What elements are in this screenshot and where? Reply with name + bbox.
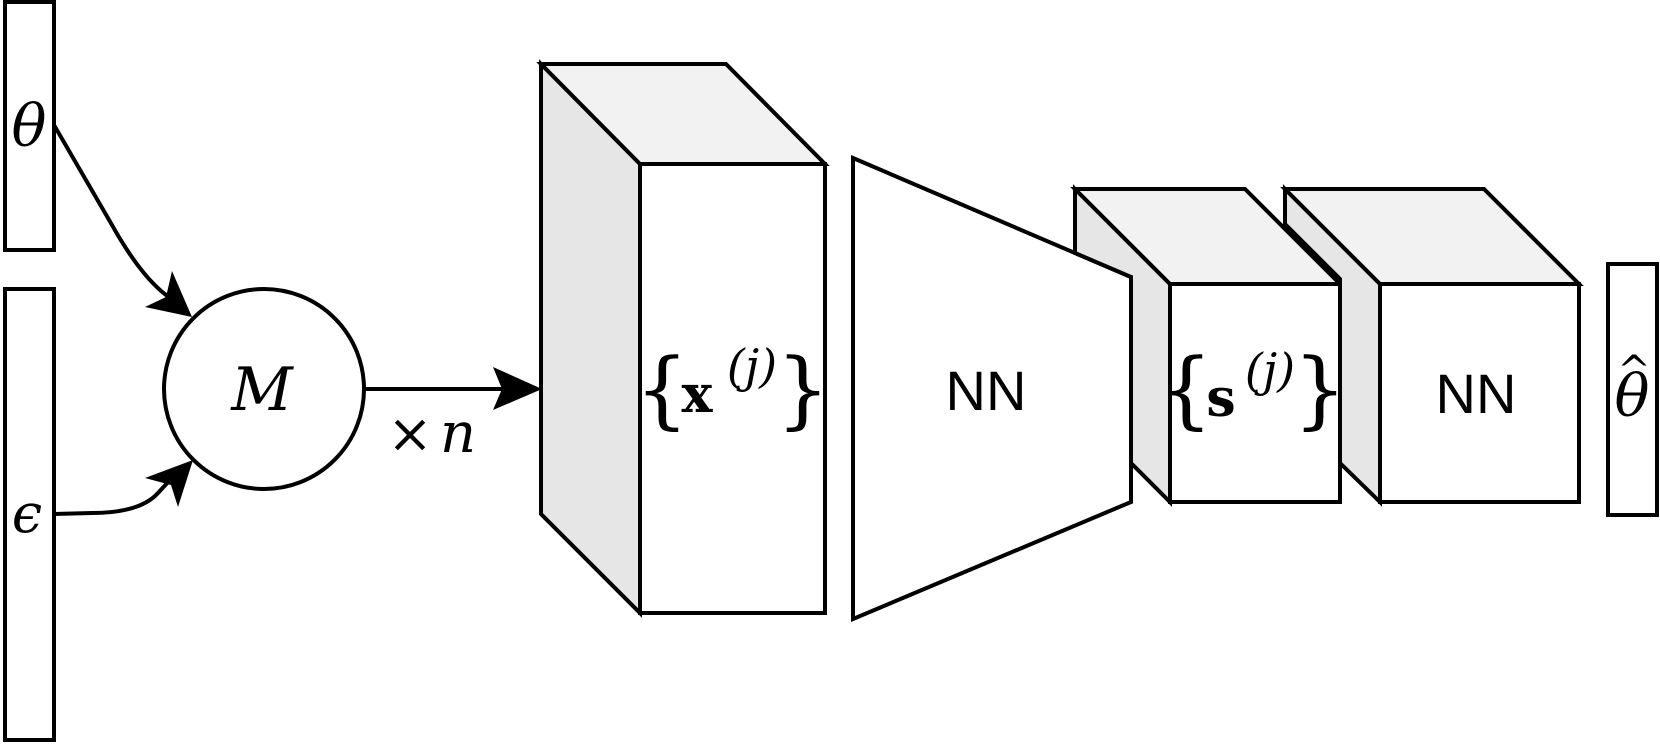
data-superscript: (j) — [727, 339, 777, 393]
epsilon-to-model-arrow — [53, 478, 172, 516]
model-label: M — [230, 355, 294, 425]
epsilon-symbol: ϵ — [12, 482, 42, 545]
data-open-brace: { — [635, 340, 688, 438]
summary-symbol: s — [1206, 368, 1235, 429]
network-2-label: NN — [1436, 362, 1517, 425]
summary-open-brace: { — [1159, 340, 1212, 438]
theta-to-model-arrow — [52, 123, 184, 307]
data-block: { x (j) } — [536, 59, 830, 618]
data-block-front — [638, 162, 827, 615]
network-1-label: NN — [946, 359, 1027, 422]
network-2-front — [1378, 282, 1581, 504]
data-symbol: x — [681, 364, 713, 425]
theta-hat-symbol: θ — [1615, 362, 1650, 430]
repeat-label: × n — [387, 401, 476, 466]
summary-superscript: (j) — [1245, 343, 1295, 397]
theta-hat-accent: ^ — [1617, 348, 1651, 394]
theta-hat-box — [1606, 262, 1659, 517]
summary-block: { s (j) } — [1070, 184, 1347, 507]
epsilon-input: ϵ — [3, 287, 56, 742]
network-1-trapezoid — [851, 154, 1133, 623]
summary-close-brace: } — [1293, 340, 1346, 438]
summary-block-front — [1168, 282, 1342, 504]
epsilon-input-box — [3, 287, 56, 742]
theta-input: θ — [3, 0, 56, 252]
theta-hat-output: θ ^ — [1606, 262, 1659, 517]
theta-symbol: θ — [12, 92, 47, 160]
model-to-data-arrowhead — [493, 367, 542, 410]
data-close-brace: } — [776, 340, 829, 438]
network-1: NN — [851, 154, 1133, 623]
theta-input-box — [3, 0, 56, 252]
repeat-variable: n — [440, 401, 476, 466]
simulator-model: M — [162, 287, 366, 491]
epsilon-arrowhead — [145, 460, 193, 507]
network-2: NN — [1280, 184, 1584, 507]
theta-arrowhead — [145, 271, 192, 317]
times-sign: × — [387, 402, 432, 465]
